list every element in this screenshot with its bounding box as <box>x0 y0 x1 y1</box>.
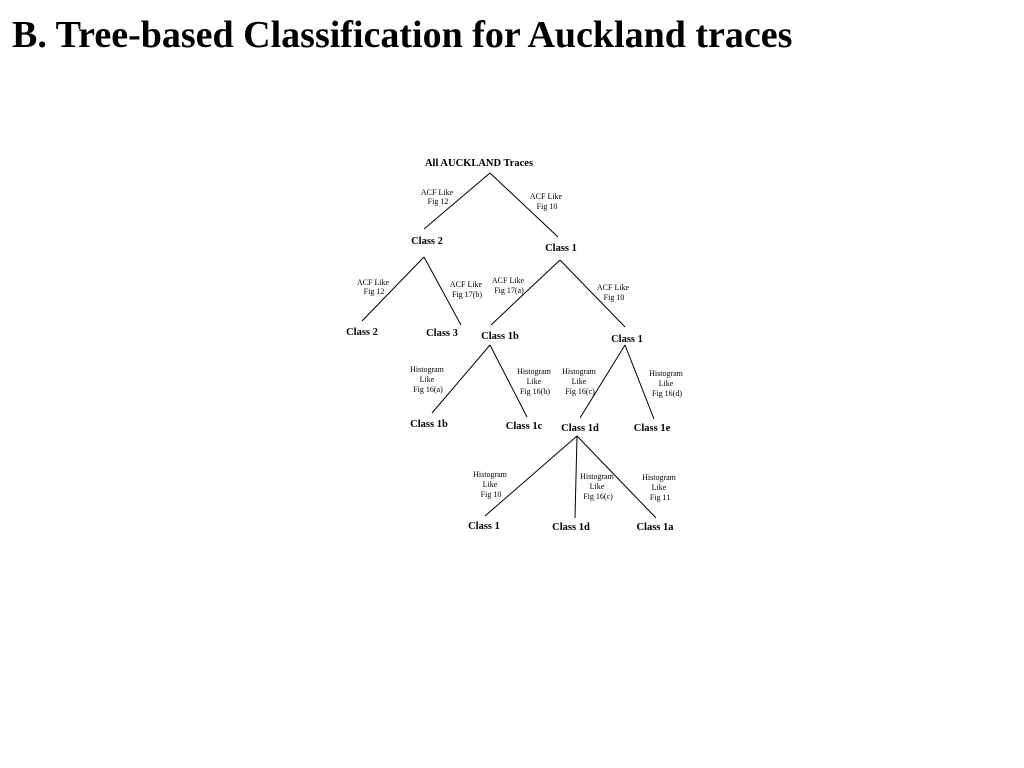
node-class-1a: Class 1a <box>636 522 674 533</box>
branch-class1d-middle <box>574 435 578 519</box>
tree-branches <box>361 172 657 519</box>
node-class-3: Class 3 <box>426 328 458 339</box>
branch-class1-l2-left <box>579 344 626 419</box>
edge-label-class2-right: ACF Like Fig 17(b) <box>450 280 484 299</box>
edge-label-root-right: ACF Like Fig 10 <box>530 192 564 211</box>
edge-label-class1-left: ACF Like Fig 17(a) <box>492 276 526 295</box>
edge-label-class1d-left: Histogram Like Fig 10 <box>473 470 509 499</box>
branch-class1d-left <box>484 435 578 517</box>
branch-root-left <box>423 172 491 230</box>
branch-class1b-left <box>431 344 491 414</box>
edge-label-class1d-right: Histogram Like Fig 11 <box>642 473 678 502</box>
node-class-2: Class 2 <box>411 236 443 247</box>
node-class-1: Class 1 <box>545 243 577 254</box>
tree-edge-labels: ACF Like Fig 12 ACF Like Fig 10 ACF Like… <box>357 188 685 502</box>
node-class-1-l2: Class 1 <box>611 334 643 345</box>
tree-nodes: All AUCKLAND Traces Class 2 Class 1 Clas… <box>346 158 674 533</box>
branch-class1-left <box>490 259 561 326</box>
node-class-1b-leaf: Class 1b <box>410 419 448 430</box>
branch-root-right <box>489 172 559 238</box>
branch-class1d-right <box>576 435 657 519</box>
branch-class1-right <box>559 259 626 328</box>
branch-class2-left <box>361 256 425 322</box>
edge-label-root-left: ACF Like Fig 12 <box>421 188 455 206</box>
edge-label-class2-left: ACF Like Fig 12 <box>357 278 391 296</box>
node-class-2-leaf: Class 2 <box>346 327 378 338</box>
node-class-1d-leaf: Class 1d <box>552 522 590 533</box>
edge-label-class1d-middle: Histogram Like Fig 16(c) <box>580 472 616 501</box>
edge-label-class1-l2-left: Histogram Like Fig 16(c) <box>562 367 598 396</box>
slide-title: B. Tree-based Classification for Aucklan… <box>12 14 793 56</box>
edge-label-class1-l2-right: Histogram Like Fig 16(d) <box>649 369 685 398</box>
node-class-1b: Class 1b <box>481 331 519 342</box>
node-root: All AUCKLAND Traces <box>425 158 533 169</box>
node-class-1e: Class 1e <box>634 423 671 434</box>
branch-class1b-right <box>489 344 528 418</box>
edge-label-class1b-left: Histogram Like Fig 16(a) <box>410 365 446 394</box>
branch-class2-right <box>423 256 462 326</box>
branch-class1-l2-right <box>624 344 655 420</box>
edge-label-class1b-right: Histogram Like Fig 16(b) <box>517 367 553 396</box>
node-class-1-leaf: Class 1 <box>468 521 500 532</box>
node-class-1c: Class 1c <box>506 421 543 432</box>
node-class-1d: Class 1d <box>561 423 599 434</box>
edge-label-class1-right: ACF Like Fig 10 <box>597 283 631 302</box>
